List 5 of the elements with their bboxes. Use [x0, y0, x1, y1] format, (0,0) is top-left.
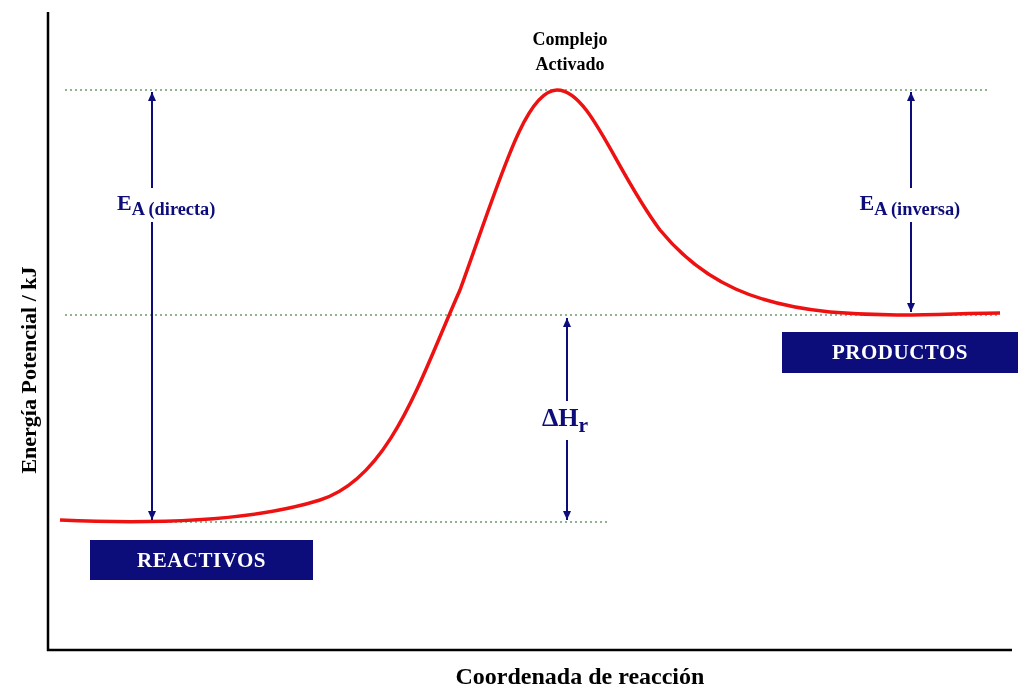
axis-title: Energía Potencial / kJ	[15, 266, 42, 474]
axis-title: Coordenada de reacción	[455, 662, 705, 690]
peak-label: Complejo Activado	[531, 28, 609, 77]
label-box: REACTIVOS	[90, 540, 313, 580]
label-box: PRODUCTOS	[782, 332, 1018, 373]
